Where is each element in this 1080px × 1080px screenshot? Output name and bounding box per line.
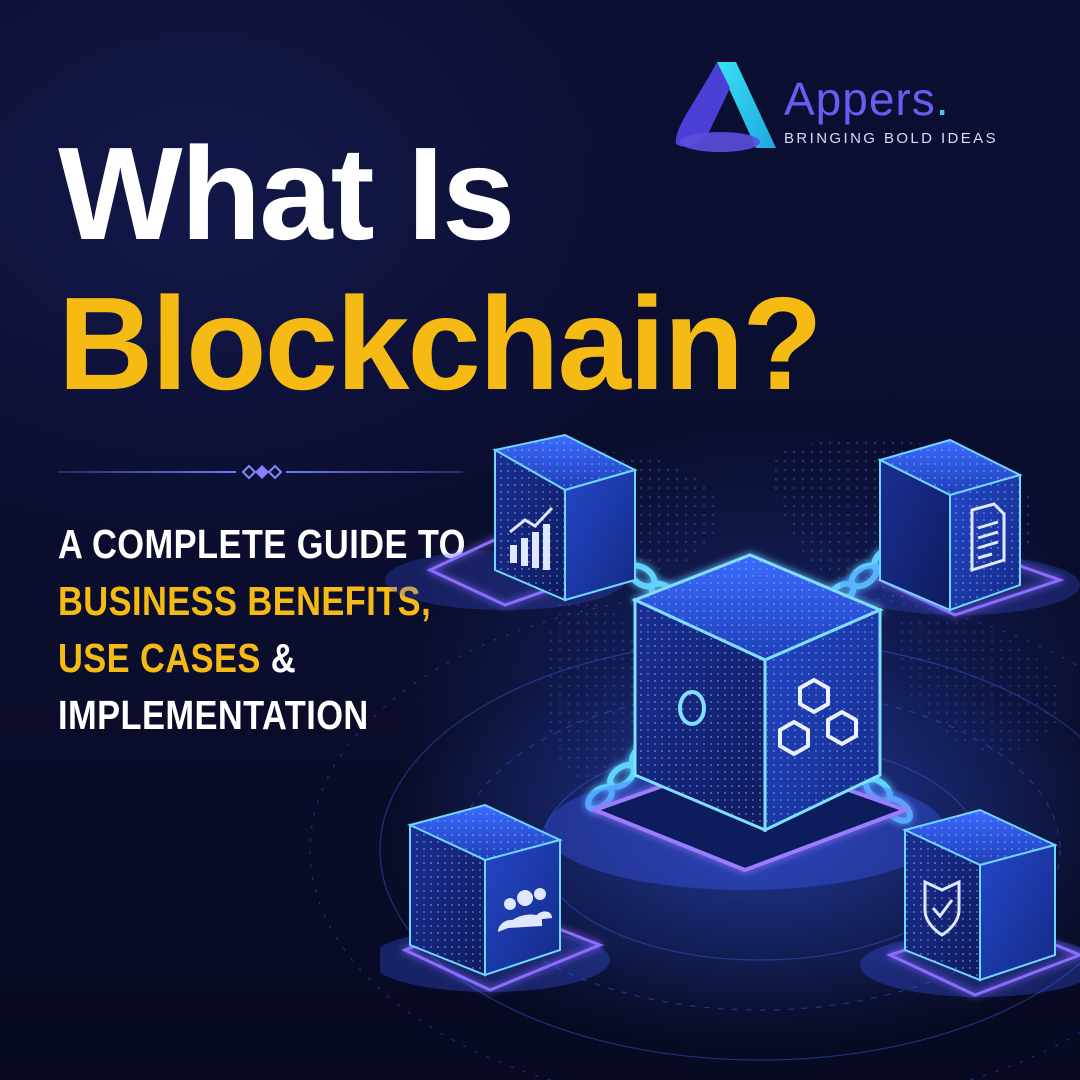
hexagon-network-icon — [778, 677, 858, 757]
subtitle-highlight-use-cases: USE CASES — [58, 635, 261, 681]
block-central — [545, 553, 945, 890]
subtitle-line-2: BUSINESS BENEFITS, — [58, 578, 432, 624]
users-group-icon — [498, 888, 552, 932]
brand-name-dot: . — [935, 73, 950, 125]
title-line-1: What Is — [58, 120, 515, 267]
diamond-ornament-icon — [241, 464, 283, 480]
block-document — [840, 438, 1080, 617]
shield-check-icon — [923, 879, 961, 937]
divider-line-left — [58, 471, 236, 473]
blockchain-illustration — [380, 433, 1080, 997]
title-line-2: Blockchain? — [58, 270, 823, 417]
section-divider — [58, 462, 463, 482]
brand-tagline: BRINGING BOLD IDEAS — [784, 130, 998, 147]
subtitle-block: A COMPLETE GUIDE TO BUSINESS BENEFITS, U… — [58, 516, 478, 744]
block-shield — [860, 808, 1080, 997]
subtitle-ampersand: & — [260, 635, 297, 681]
bar-chart-icon — [509, 506, 554, 570]
brand-name-text: Appers — [784, 73, 936, 125]
subtitle-line-4: IMPLEMENTATION — [58, 692, 369, 738]
subtitle-line-3: USE CASES & — [58, 630, 411, 687]
document-icon — [970, 502, 1006, 573]
brand-name: Appers. — [784, 76, 950, 122]
block-chart — [385, 433, 638, 610]
appers-logo-icon — [675, 62, 776, 152]
brand-logo[interactable]: Appers. BRINGING BOLD IDEAS — [672, 58, 1012, 158]
block-users — [380, 803, 610, 992]
subtitle-line-1: A COMPLETE GUIDE TO — [58, 521, 466, 567]
divider-line-right — [286, 471, 463, 473]
